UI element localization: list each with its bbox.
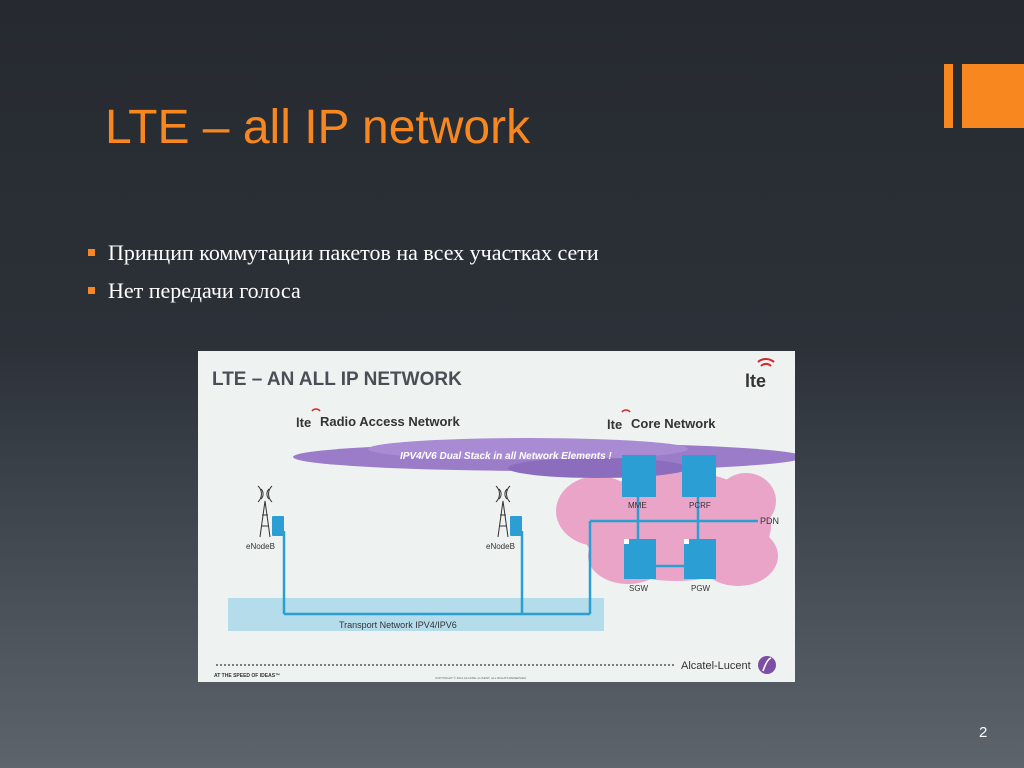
bullet-marker-icon [88, 287, 95, 294]
tagline: AT THE SPEED OF IDEAS™ [214, 673, 280, 679]
accent-bar-thin [944, 64, 953, 128]
copyright: COPYRIGHT © 2011 ALCATEL-LUCENT. ALL RIG… [435, 676, 527, 680]
enodeb-1: eNodeB [246, 485, 284, 551]
core-heading: lte Core Network [607, 409, 716, 432]
pgw-node: PGW [684, 539, 716, 593]
ran-heading: lte Radio Access Network [296, 408, 460, 430]
sgw-node: SGW [624, 539, 656, 593]
pcrf-label: PCRF [689, 501, 711, 510]
enodeb-label: eNodeB [486, 542, 515, 551]
ran-label: Radio Access Network [320, 414, 460, 429]
accent-bar-thick [962, 64, 1024, 128]
enodeb-label: eNodeB [246, 542, 275, 551]
enodeb-2: eNodeB [486, 485, 522, 551]
bullet-marker-icon [88, 249, 95, 256]
bullet-text: Принцип коммутации пакетов на всех участ… [108, 240, 599, 265]
mme-node: MME [622, 455, 656, 510]
slide-number: 2 [979, 724, 988, 741]
pgw-label: PGW [691, 584, 711, 593]
bullet-item: Принцип коммутации пакетов на всех участ… [88, 240, 599, 266]
lte-logo-icon: lte [745, 358, 775, 391]
lte-network-diagram: LTE – AN ALL IP NETWORK lte lte Radio Ac… [198, 351, 795, 682]
diagram-svg: LTE – AN ALL IP NETWORK lte lte Radio Ac… [198, 351, 795, 682]
core-lte-mark: lte [607, 417, 622, 432]
antenna-tower-icon [495, 485, 511, 538]
bullet-list: Принцип коммутации пакетов на всех участ… [88, 240, 599, 316]
alcatel-lucent-logo-icon [758, 656, 776, 674]
cloud-label: IPV4/V6 Dual Stack in all Network Elemen… [400, 451, 612, 462]
ip-dual-stack-cloud: IPV4/V6 Dual Stack in all Network Elemen… [293, 438, 795, 478]
slide-title: LTE – all IP network [105, 101, 531, 154]
core-label: Core Network [631, 416, 716, 431]
enodeb-box [272, 516, 284, 536]
transport-label: Transport Network IPV4/IPV6 [339, 620, 457, 630]
bullet-text: Нет передачи голоса [108, 278, 301, 303]
lte-signal-icon [311, 408, 321, 412]
antenna-tower-icon [257, 485, 273, 538]
enodeb-box [510, 516, 522, 536]
brand-name: Alcatel-Lucent [681, 660, 751, 672]
sgw-label: SGW [629, 584, 649, 593]
ran-lte-mark: lte [296, 415, 311, 430]
bullet-item: Нет передачи голоса [88, 278, 599, 304]
lte-signal-icon [621, 409, 631, 413]
pdn-label: PDN [760, 516, 779, 526]
mme-label: MME [628, 501, 647, 510]
diagram-title: LTE – AN ALL IP NETWORK [212, 369, 462, 390]
lte-logo-text: lte [745, 371, 766, 391]
pcrf-node: PCRF [682, 455, 716, 510]
